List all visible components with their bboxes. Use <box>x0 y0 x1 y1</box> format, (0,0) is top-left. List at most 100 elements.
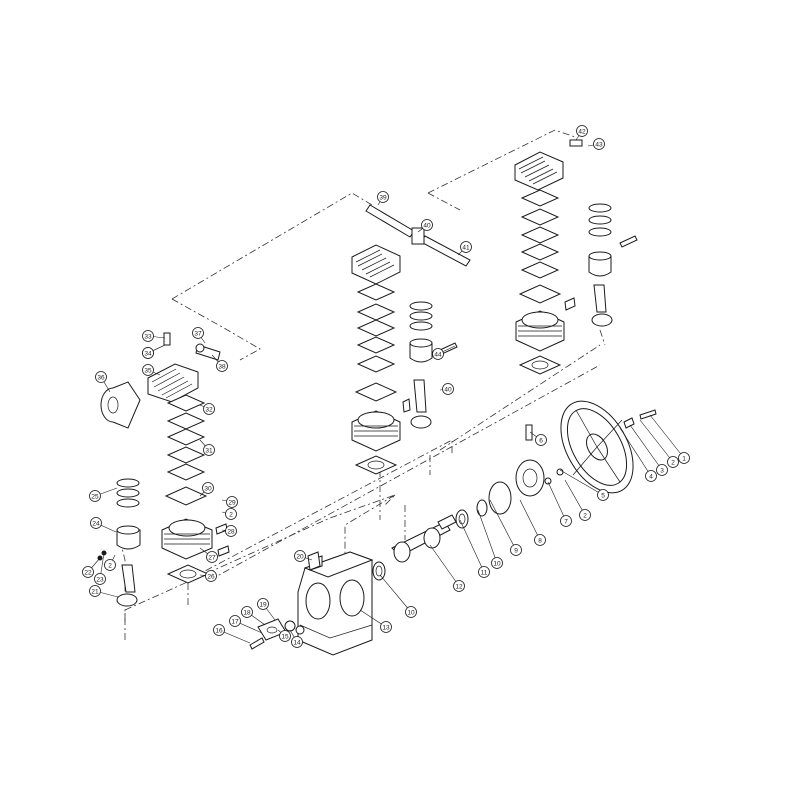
callout-circle <box>192 327 204 339</box>
callout-circle <box>279 630 291 642</box>
callout-number: 9 <box>514 547 518 554</box>
small-parts <box>163 297 657 650</box>
callout-circle <box>203 444 215 456</box>
callout-number: 34 <box>144 350 152 357</box>
callout-6: 6 <box>529 431 547 446</box>
left-cylinder-head <box>147 363 199 403</box>
callout-circle <box>229 615 241 627</box>
callout-circle <box>90 517 102 529</box>
callout-number: 19 <box>259 601 267 608</box>
callout-circle <box>94 573 106 585</box>
callout-15: 15 <box>277 629 291 642</box>
callout-3: 3 <box>629 424 668 476</box>
callout-leader-line <box>429 544 460 587</box>
callout-29: 29 <box>221 496 238 508</box>
callout-12: 12 <box>429 544 465 592</box>
center-piston-assembly <box>409 301 458 429</box>
callout-number: 38 <box>218 363 226 370</box>
callout-22: 22 <box>82 557 101 578</box>
callout-31: 31 <box>199 439 215 456</box>
callout-circle <box>377 191 389 203</box>
callout-number: 23 <box>96 576 104 583</box>
callout-circle <box>89 490 101 502</box>
callout-circle <box>291 636 303 648</box>
callout-23: 23 <box>94 552 106 585</box>
left-base-gasket <box>166 564 210 584</box>
callout-number: 6 <box>539 437 543 444</box>
callout-leader-line <box>477 509 498 564</box>
callout-number: 21 <box>91 588 99 595</box>
callout-number: 20 <box>296 553 304 560</box>
callout-circle <box>453 580 465 592</box>
callout-leader-line <box>649 414 685 459</box>
left-cylinder-barrel <box>161 518 213 560</box>
callout-34: 34 <box>142 344 166 359</box>
callout-number: 44 <box>434 351 442 358</box>
callout-circle <box>478 566 490 578</box>
callout-number: 43 <box>595 141 603 148</box>
callout-38: 38 <box>211 354 228 372</box>
callout-circle <box>142 347 154 359</box>
crankshaft <box>391 514 457 563</box>
center-cylinder-head <box>351 244 401 285</box>
callout-circle <box>442 383 454 395</box>
callout-number: 12 <box>455 583 463 590</box>
callout-number: 18 <box>243 609 251 616</box>
callout-circle <box>294 550 306 562</box>
callout-circle <box>667 456 679 468</box>
callout-2: 2 <box>221 508 237 520</box>
callout-4: 4 <box>619 427 657 482</box>
callout-14: 14 <box>289 629 303 648</box>
callout-circle <box>225 508 237 520</box>
callout-number: 2 <box>229 511 233 518</box>
callout-circle <box>226 496 238 508</box>
callout-8: 8 <box>519 499 546 546</box>
callout-number: 35 <box>144 367 152 374</box>
callout-1: 1 <box>649 414 690 464</box>
left-air-filter <box>100 381 141 429</box>
callout-number: 11 <box>481 569 488 576</box>
callout-17: 17 <box>229 615 263 634</box>
callout-circle <box>576 125 588 137</box>
callout-number: 13 <box>382 624 390 631</box>
callout-leader-line <box>547 481 567 522</box>
callout-40: 40 <box>417 219 433 233</box>
callout-number: 24 <box>92 520 100 527</box>
callout-circle <box>432 348 444 360</box>
callout-circle <box>225 525 237 537</box>
callout-number: 10 <box>407 609 415 616</box>
callout-leader-line <box>639 419 674 463</box>
callout-27: 27 <box>199 547 218 563</box>
callout-10: 10 <box>379 574 417 618</box>
callout-circle <box>82 566 94 578</box>
callout-number: 33 <box>144 333 152 340</box>
callout-9: 9 <box>489 499 522 556</box>
callout-circle <box>593 138 605 150</box>
callout-circle <box>202 482 214 494</box>
callout-number: 25 <box>91 493 99 500</box>
right-cylinder-head <box>514 151 564 191</box>
callout-16: 16 <box>213 624 251 644</box>
callout-circle <box>597 489 609 501</box>
callout-28: 28 <box>221 525 237 537</box>
callout-10: 10 <box>477 509 503 569</box>
callout-circle <box>142 364 154 376</box>
callout-number: 42 <box>578 128 586 135</box>
callout-44: 44 <box>432 345 456 360</box>
callout-39: 39 <box>377 191 389 206</box>
callout-circle <box>678 452 690 464</box>
callout-circle <box>421 219 433 231</box>
callout-42: 42 <box>575 125 588 141</box>
callout-number: 7 <box>564 518 568 525</box>
callout-41: 41 <box>457 241 472 256</box>
callout-circle <box>257 598 269 610</box>
callout-leader-line <box>489 499 517 551</box>
callout-number: 32 <box>205 406 213 413</box>
callout-number: 28 <box>227 528 235 535</box>
callout-number: 37 <box>194 330 202 337</box>
callout-2: 2 <box>104 554 116 571</box>
callout-13: 13 <box>359 609 392 633</box>
callout-circle <box>95 371 107 383</box>
callout-number: 8 <box>538 537 542 544</box>
callout-11: 11 <box>459 519 490 578</box>
